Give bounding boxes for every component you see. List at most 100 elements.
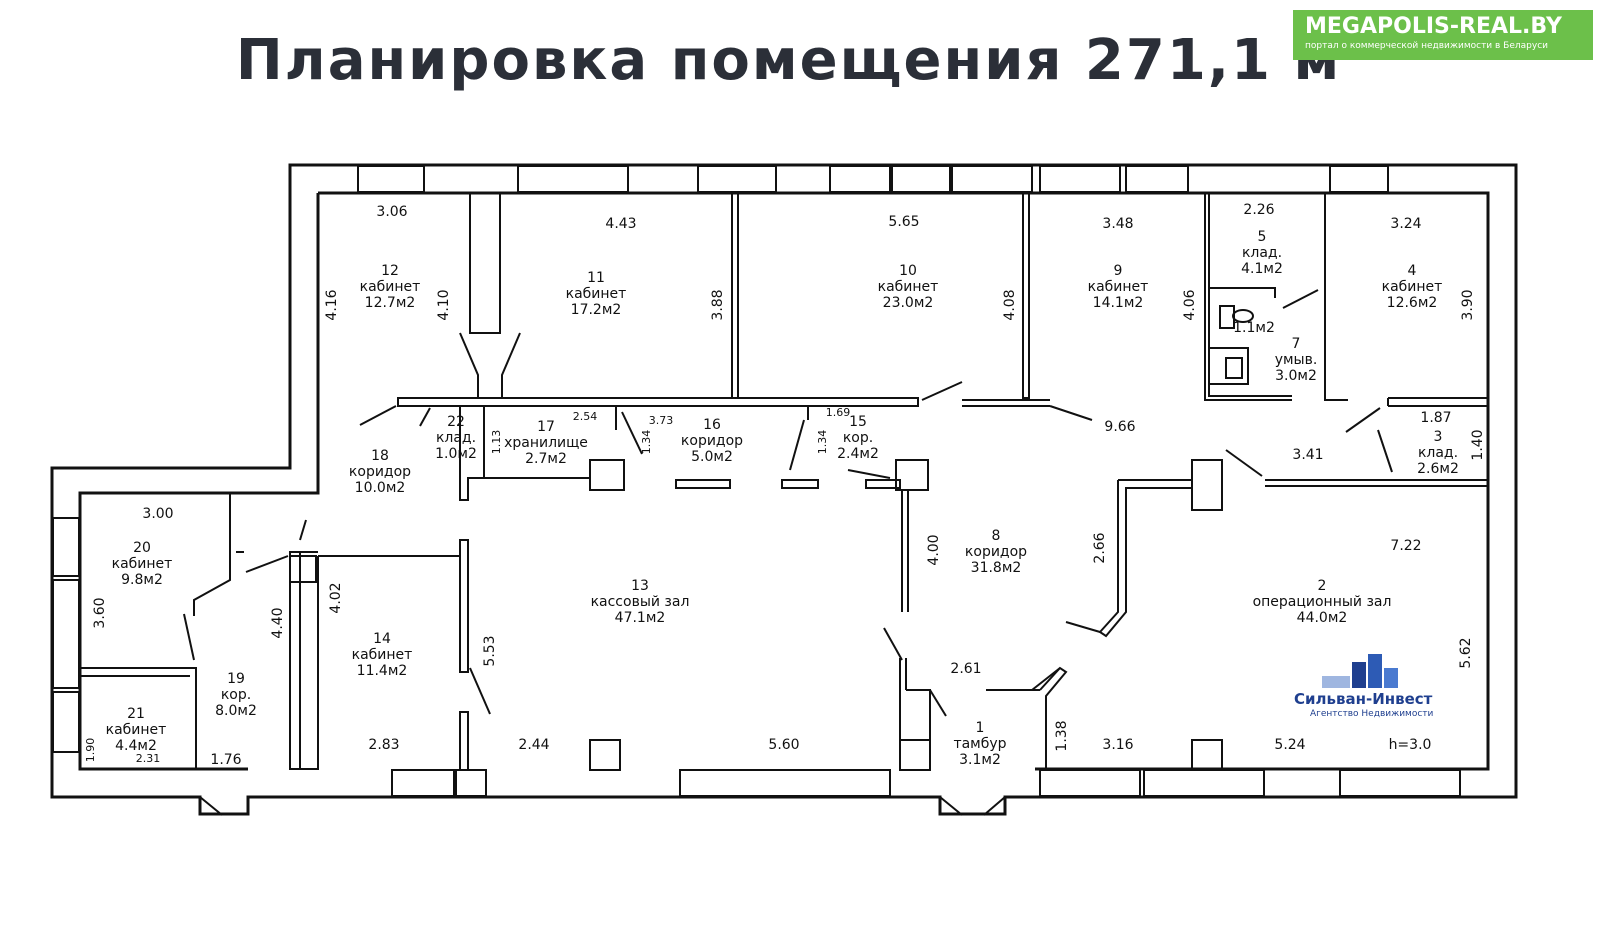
room-label-line: 8 [992,528,1001,544]
dimension-label: 5.53 [482,635,498,666]
dimension-label: 2.83 [368,737,399,753]
dimension-label: 1.69 [826,406,851,419]
room-label-line: 11 [587,270,605,286]
dimension-label: 4.40 [270,607,286,638]
dimension-label: 9.66 [1104,419,1135,435]
dimension-label: 3.88 [710,289,726,320]
site-badge[interactable]: MEGAPOLIS-REAL.BY портал о коммерческой … [1293,10,1593,60]
room-label: 1.1м2 [1233,320,1275,336]
badge-tagline: портал о коммерческой недвижимости в Бел… [1305,41,1548,51]
room-label-line: 2.6м2 [1417,461,1459,477]
room-label-line: 13 [631,578,649,594]
room-label-line: 15 [849,414,867,430]
room-label-line: 10 [899,263,917,279]
room-label-line: коридор [349,464,411,480]
room-label-line: 3.0м2 [1275,368,1317,384]
room-label-line: хранилище [504,435,588,451]
door-swings [183,381,1393,816]
room-label-line: 22 [447,414,465,430]
room-label-line: 5 [1258,229,1267,245]
dimension-label: 2.61 [950,661,981,677]
dimension-label: 4.16 [324,289,340,320]
room-label-line: 8.0м2 [215,703,257,719]
dimension-label: 5.62 [1458,637,1474,668]
room-label-line: клад. [436,430,476,446]
room-label-line: коридор [681,433,743,449]
dimension-label: 4.10 [436,289,452,320]
room-label-line: 19 [227,671,245,687]
room-label-line: 17 [537,419,555,435]
room-label-line: 1.1м2 [1233,320,1275,336]
room-label-line: 9.8м2 [121,572,163,588]
dimension-label: 3.41 [1292,447,1323,463]
room-label-line: кабинет [1382,279,1443,295]
dimension-label: 2.26 [1243,202,1274,218]
room-label-line: 1.0м2 [435,446,477,462]
dimension-label: 4.43 [605,216,636,232]
room-label-line: 3.1м2 [959,752,1001,768]
room-label-line: кассовый зал [591,594,690,610]
room-label-line: 12.7м2 [365,295,416,311]
room-label-line: 4 [1408,263,1417,279]
dimension-label: 5.24 [1274,737,1305,753]
dimension-label: 2.54 [573,410,598,423]
room-label-line: 17.2м2 [571,302,622,318]
room-label-line: кабинет [1088,279,1149,295]
dimension-label: 5.65 [888,214,919,230]
dimension-label: 7.22 [1390,538,1421,554]
room-label-line: 44.0м2 [1297,610,1348,626]
room-label-line: клад. [1418,445,1458,461]
room-label-line: 18 [371,448,389,464]
room-label-line: 7 [1292,336,1301,352]
dimension-label: 2.66 [1092,532,1108,563]
dimension-label: 2.44 [518,737,549,753]
dimension-label: 4.00 [926,534,942,565]
dimension-label: 4.02 [328,582,344,613]
room-label-line: 3 [1434,429,1443,445]
dimension-label: 3.06 [376,204,407,220]
agency-logo: Сильван-Инвест Агентство Недвижимости [1294,654,1434,719]
dimension-label: 3.24 [1390,216,1421,232]
room-label-line: кабинет [106,722,167,738]
room-label-line: кабинет [360,279,421,295]
room-label-line: кор. [221,687,251,703]
room-label-line: тамбур [953,736,1006,752]
room-label-line: 2.7м2 [525,451,567,467]
room-label-line: коридор [965,544,1027,560]
dimension-label: 5.60 [768,737,799,753]
dimension-label: 3.60 [92,597,108,628]
room-label-line: кабинет [566,286,627,302]
dimension-label: 4.06 [1182,289,1198,320]
room-label-line: 4.1м2 [1241,261,1283,277]
logo-subtitle: Агентство Недвижимости [1310,709,1434,719]
room-label-line: 9 [1114,263,1123,279]
dimension-label: 3.00 [142,506,173,522]
dimension-label: 1.38 [1054,720,1070,751]
dimension-label: 2.31 [136,752,161,765]
room-label-line: 1 [976,720,985,736]
room-label-line: кабинет [112,556,173,572]
dimension-label: 1.76 [210,752,241,768]
room-label-line: кор. [843,430,873,446]
badge-site-name: MEGAPOLIS-REAL.BY [1305,14,1562,39]
